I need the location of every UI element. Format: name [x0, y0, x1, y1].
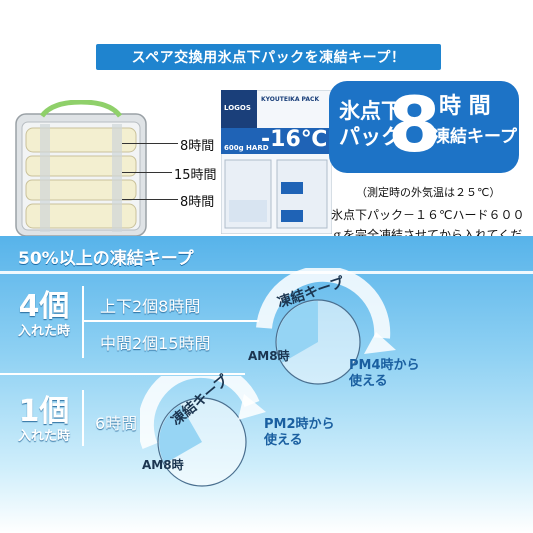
- clock-diagram-2: [140, 376, 266, 487]
- caption-middle: 15時間: [174, 168, 217, 183]
- banner-text: スペア交換用氷点下パックを凍結キープ！: [131, 50, 406, 66]
- clock2-end-line2: 使える: [264, 433, 303, 448]
- count-1-block: 1個 入れた時: [8, 395, 80, 445]
- row2-vertical-divider: [82, 390, 84, 446]
- caption-bottom: 8時間: [180, 195, 215, 210]
- row2-line1: 6時間: [95, 414, 138, 433]
- cooler-bag-image: [15, 100, 147, 237]
- package-name: KYOUTEIKA PACK: [261, 96, 320, 103]
- clock1-end-line2: 使える: [349, 374, 388, 389]
- caption-top: 8時間: [180, 139, 215, 154]
- caption-line-middle: [122, 172, 172, 173]
- top-banner: スペア交換用氷点下パックを凍結キープ！: [96, 44, 441, 70]
- row1-vertical-divider: [82, 286, 84, 358]
- info-panel: [0, 236, 533, 533]
- count-4: 4個: [18, 289, 70, 324]
- heading-divider: [0, 271, 533, 274]
- clock1-end-line1: PM4時から: [349, 358, 420, 373]
- badge-left-line2: パック: [339, 125, 402, 149]
- measure-note: （測定時の外気温は２５℃）: [356, 186, 501, 199]
- badge-left-line1: 氷点下: [339, 99, 402, 123]
- product-package: LOGOS KYOUTEIKA PACK -16℃ 600g HARD: [220, 89, 333, 235]
- row-divider: [0, 373, 245, 375]
- caption-line-bottom: [122, 199, 178, 200]
- row1-line2: 中間2個15時間: [100, 334, 211, 353]
- count-1: 1個: [18, 394, 70, 429]
- row1-line1: 上下2個8時間: [100, 297, 201, 316]
- count-1-sub: 入れた時: [17, 429, 70, 444]
- section-heading: 50%以上の凍結キープ: [18, 249, 194, 269]
- clock2-end-line1: PM2時から: [264, 417, 335, 432]
- package-weight: 600g HARD: [224, 144, 269, 152]
- count-4-sub: 入れた時: [17, 324, 70, 339]
- package-brand: LOGOS: [224, 104, 251, 112]
- badge-right-line1: 時 間: [439, 94, 491, 119]
- row1-inner-divider: [84, 320, 259, 322]
- badge-number: 8: [388, 80, 441, 169]
- freeze-keep-badge: 氷点下 パック 8 時 間 凍結キープ: [329, 81, 519, 173]
- count-4-block: 4個 入れた時: [8, 290, 80, 340]
- package-temp: -16℃: [261, 127, 328, 152]
- clock1-start: AM8時: [248, 349, 290, 363]
- clock-diagram-1: [256, 268, 396, 385]
- caption-line-top: [122, 143, 178, 144]
- badge-right-line2: 凍結キープ: [433, 127, 517, 147]
- clock2-start: AM8時: [142, 458, 184, 472]
